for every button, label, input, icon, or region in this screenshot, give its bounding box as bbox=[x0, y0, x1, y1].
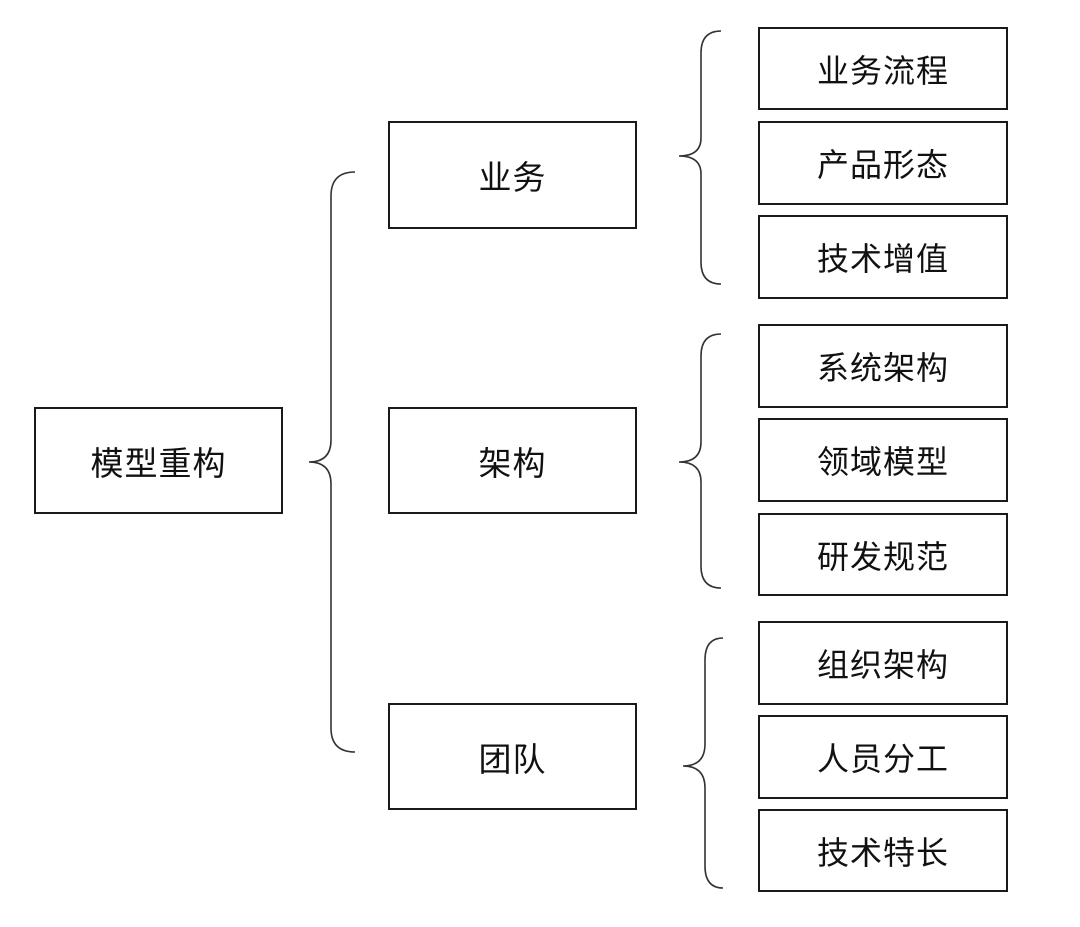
root-node: 模型重构 bbox=[34, 407, 283, 514]
leaf-node: 研发规范 bbox=[758, 513, 1008, 596]
leaf-node-label: 人员分工 bbox=[816, 740, 949, 778]
leaf-node: 业务流程 bbox=[758, 27, 1008, 110]
branch-node-business: 业务 bbox=[388, 121, 637, 229]
leaf-node: 技术特长 bbox=[758, 809, 1008, 892]
leaf-node-label: 技术特长 bbox=[816, 833, 949, 872]
leaf-node: 产品形态 bbox=[758, 121, 1008, 205]
leaf-node-label: 研发规范 bbox=[816, 537, 949, 576]
leaf-node: 技术增值 bbox=[758, 215, 1008, 299]
branch-node-label: 业务 bbox=[478, 158, 547, 197]
leaf-node-label: 组织架构 bbox=[816, 646, 949, 684]
leaf-node: 人员分工 bbox=[758, 715, 1008, 799]
leaf-node-label: 产品形态 bbox=[816, 146, 949, 184]
root-bracket bbox=[308, 171, 356, 753]
branch-bracket-3 bbox=[682, 637, 724, 889]
leaf-node: 系统架构 bbox=[758, 324, 1008, 408]
leaf-node: 组织架构 bbox=[758, 621, 1008, 705]
leaf-node-label: 技术增值 bbox=[816, 240, 949, 278]
branch-node-label: 团队 bbox=[478, 739, 547, 779]
leaf-node: 领域模型 bbox=[758, 418, 1008, 502]
branch-bracket-2 bbox=[678, 333, 722, 589]
branch-node-architecture: 架构 bbox=[388, 407, 637, 514]
leaf-node-label: 系统架构 bbox=[816, 349, 949, 387]
branch-node-label: 架构 bbox=[478, 443, 547, 483]
leaf-node-label: 领域模型 bbox=[816, 443, 949, 481]
leaf-node-label: 业务流程 bbox=[816, 51, 949, 90]
branch-node-team: 团队 bbox=[388, 703, 637, 810]
root-node-label: 模型重构 bbox=[90, 443, 227, 483]
branch-bracket-1 bbox=[678, 30, 722, 285]
